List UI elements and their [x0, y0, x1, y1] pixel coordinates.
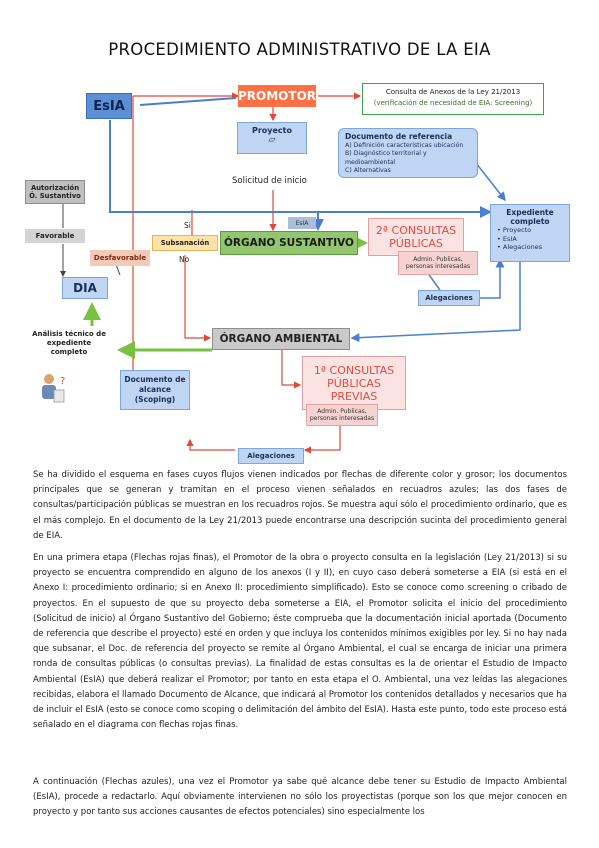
alegaciones-right-box: Alegaciones — [418, 290, 480, 306]
alegaciones-bottom-label: Alegaciones — [247, 452, 295, 460]
expediente-item: • Alegaciones — [497, 243, 543, 251]
expediente-item: • EsIA — [497, 234, 517, 243]
body-paragraph-3: A continuación (Flechas azules), una vez… — [33, 775, 567, 821]
arrow-ambiental-1consultas — [281, 350, 302, 389]
expediente-item-alegaciones: Alegaciones — [502, 243, 543, 251]
arrow-alegaciones-alcance — [186, 438, 235, 451]
page-title: PROCEDIMIENTO ADMINISTRATIVO DE LA EIA — [108, 40, 491, 59]
arrow-expediente-ambiental — [350, 262, 521, 343]
dia-box: DIA — [62, 277, 108, 299]
no-label: No — [179, 255, 190, 264]
arrow-alegaciones-expediente — [480, 258, 505, 299]
proyecto-label: Proyecto — [251, 126, 292, 135]
admin-publicas-1-box: Admin. Publicas, personas interesadas — [306, 404, 378, 426]
favorable-label: Favorable — [35, 232, 75, 240]
segundas-consultas-label: 2ª CONSULTAS PÚBLICAS — [375, 224, 457, 250]
admin-publicas-2-box: Admin. Publicas, personas interesadas — [398, 251, 478, 275]
expediente-completo-box: Expediente completo • Proyecto • EsIA • … — [490, 204, 570, 262]
paragraph-text: Se ha dividido el esquema en fases cuyos… — [33, 470, 567, 541]
alegaciones-bottom-box: Alegaciones — [238, 448, 304, 464]
esia-tag: EsIA — [288, 217, 316, 229]
documento-referencia-title: Documento de referencia — [345, 132, 453, 141]
svg-text:?: ? — [60, 376, 65, 387]
admin-publicas-2-label: Admin. Publicas, personas interesadas — [405, 255, 471, 271]
segundas-consultas-box: 2ª CONSULTAS PÚBLICAS — [368, 218, 464, 256]
documento-alcance-label: Documento de alcance (Scoping) — [124, 375, 186, 404]
consulta-anexos-line2: (verificación de necesidad de EIA: Scree… — [373, 99, 533, 107]
expediente-item: • Proyecto — [497, 226, 532, 234]
expediente-item-esia: EsIA — [502, 234, 517, 243]
analisis-tecnico-label: Análisis técnico de expediente completo — [32, 330, 106, 356]
primeras-consultas-label: 1ª CONSULTAS PÚBLICAS PREVIAS — [313, 363, 395, 403]
docref-item-c: C) Alternativas — [345, 167, 391, 174]
docref-item-b: B) Diagnóstico territorial y medioambien… — [345, 150, 427, 166]
consulta-anexos-line1: Consulta de Anexos de la Ley 21/2013 — [385, 88, 521, 96]
admin-publicas-1-label: Admin. Publicas, personas interesadas — [309, 407, 375, 423]
paragraph-text: A continuación (Flechas azules), una vez… — [33, 777, 567, 818]
proyecto-box: Proyecto ▱ — [237, 122, 307, 154]
esia-box: EsIA — [86, 93, 132, 119]
organo-sustantivo-label: ÓRGANO SUSTANTIVO — [224, 237, 354, 249]
esia-tag-label: EsIA — [295, 219, 309, 227]
solicitud-inicio-label: Solicitud de inicio — [232, 176, 307, 186]
docref-item-a: A) Definición características ubicación — [345, 141, 464, 149]
promotor-label: PROMOTOR — [238, 89, 317, 103]
autorizacion-label: Autorización Ó. Sustantivo — [29, 184, 81, 200]
organo-ambiental-box: ÓRGANO AMBIENTAL — [212, 328, 350, 350]
desfavorable-box: Desfavorable — [90, 250, 150, 266]
consulta-anexos-box: Consulta de Anexos de la Ley 21/2013 (ve… — [362, 83, 544, 115]
expediente-item-proyecto: Proyecto — [502, 226, 532, 234]
expediente-title: Expediente completo — [506, 208, 554, 226]
alegaciones-right-label: Alegaciones — [425, 294, 473, 302]
body-paragraph-1: Se ha dividido el esquema en fases cuyos… — [33, 468, 567, 544]
desfavorable-label: Desfavorable — [93, 254, 147, 262]
line-esia-promotor — [139, 97, 237, 106]
primeras-consultas-box: 1ª CONSULTAS PÚBLICAS PREVIAS — [302, 356, 406, 410]
dia-label: DIA — [73, 281, 97, 295]
autorizacion-box: Autorización Ó. Sustantivo — [25, 180, 85, 204]
esia-label: EsIA — [93, 98, 125, 114]
analyst-figure-icon: ? — [38, 372, 68, 406]
documento-alcance-box: Documento de alcance (Scoping) — [120, 370, 190, 410]
favorable-box: Favorable — [25, 229, 85, 243]
organo-ambiental-label: ÓRGANO AMBIENTAL — [219, 333, 343, 345]
promotor-box: PROMOTOR — [238, 85, 316, 107]
paragraph-text: En una primera etapa (Flechas rojas fina… — [33, 553, 567, 731]
arrow-no-ambiental — [184, 255, 212, 342]
body-paragraph-2: En una primera etapa (Flechas rojas fina… — [33, 551, 567, 733]
organo-sustantivo-box: ÓRGANO SUSTANTIVO — [220, 231, 358, 255]
subsanacion-box: Subsanación — [152, 235, 218, 251]
si-label: Sí — [184, 221, 191, 230]
subsanacion-label: Subsanación — [160, 239, 210, 247]
folder-icon: ▱ — [268, 135, 276, 145]
arrow-esia-expediente — [109, 120, 492, 218]
documento-referencia-box: Documento de referencia A) Definición ca… — [338, 128, 478, 178]
